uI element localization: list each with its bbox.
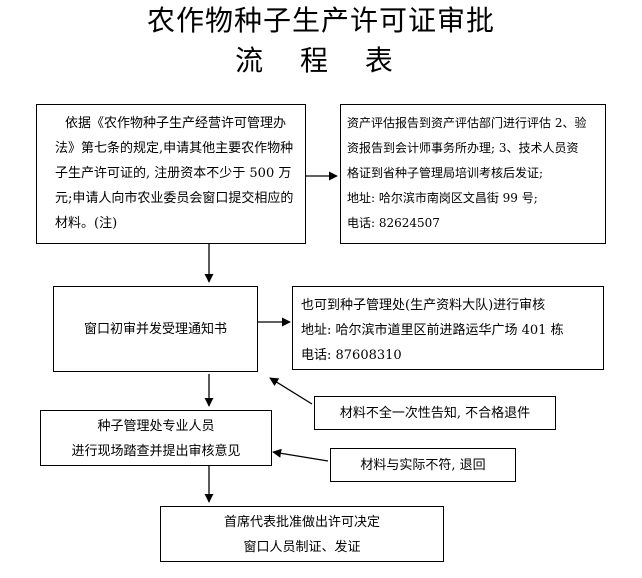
final-line-1: 首席代表批准做出许可决定 bbox=[223, 515, 380, 530]
incomplete-line: 材料不全一次性告知, 不合格退件 bbox=[339, 406, 531, 421]
mismatch-line: 材料与实际不符, 退回 bbox=[360, 458, 486, 473]
arrow-incomplete-to-window bbox=[269, 377, 313, 405]
expert-line-1: 种子管理处专业人员 bbox=[97, 419, 215, 434]
apply-line-1: 依据《农作物种子生产经营许可管理办 bbox=[65, 116, 287, 131]
arrow-mismatch-to-expert bbox=[272, 448, 329, 462]
apply-line-3: 子生产许可证的, 注册资本不少于 500 万 bbox=[55, 166, 292, 181]
alt-office-box: 也可到种子管理处(生产资料大队)进行审核 地址: 哈尔滨市道里区前进路运华广场 … bbox=[292, 286, 604, 370]
note-line-2: 资报告到会计师事务所办理; 3、技术人员资 bbox=[347, 141, 579, 155]
note-line-5: 电话: 82624507 bbox=[347, 216, 440, 230]
note-line-3: 格证到省种子管理局培训考核后发证; bbox=[347, 166, 544, 180]
apply-line-4: 元;申请人向市农业委员会窗口提交相应的 bbox=[55, 191, 294, 206]
window-review-box: 窗口初审并发受理通知书 bbox=[53, 286, 258, 372]
note-box: 资产评估报告到资产评估部门进行评估 2、验 资报告到会计师事务所办理; 3、技术… bbox=[340, 104, 606, 244]
note-line-1: 资产评估报告到资产评估部门进行评估 2、验 bbox=[347, 116, 587, 130]
alt-office-line-1: 也可到种子管理处(生产资料大队)进行审核 bbox=[301, 298, 546, 313]
note-line-4: 地址: 哈尔滨市南岗区文昌街 99 号; bbox=[347, 191, 538, 205]
final-box: 首席代表批准做出许可决定 窗口人员制证、发证 bbox=[160, 506, 444, 562]
apply-box: 依据《农作物种子生产经营许可管理办 法》第七条的规定,申请其他主要农作物种 子生… bbox=[36, 104, 306, 244]
alt-office-line-2: 地址: 哈尔滨市道里区前进路运华广场 401 栋 bbox=[301, 323, 564, 338]
alt-office-line-3: 电话: 87608310 bbox=[301, 348, 402, 363]
expert-box: 种子管理处专业人员 进行现场踏查并提出审核意见 bbox=[40, 410, 272, 466]
expert-line-2: 进行现场踏查并提出审核意见 bbox=[71, 444, 241, 459]
final-line-2: 窗口人员制证、发证 bbox=[243, 540, 361, 555]
incomplete-box: 材料不全一次性告知, 不合格退件 bbox=[314, 396, 556, 430]
mismatch-box: 材料与实际不符, 退回 bbox=[330, 448, 516, 482]
window-review-line: 窗口初审并发受理通知书 bbox=[83, 322, 227, 337]
page-title: 农作物种子生产许可证审批 bbox=[146, 4, 495, 37]
apply-line-2: 法》第七条的规定,申请其他主要农作物种 bbox=[55, 141, 294, 156]
apply-line-5: 材料。(注) bbox=[55, 216, 118, 231]
page-subtitle: 流 程 表 bbox=[235, 44, 407, 77]
